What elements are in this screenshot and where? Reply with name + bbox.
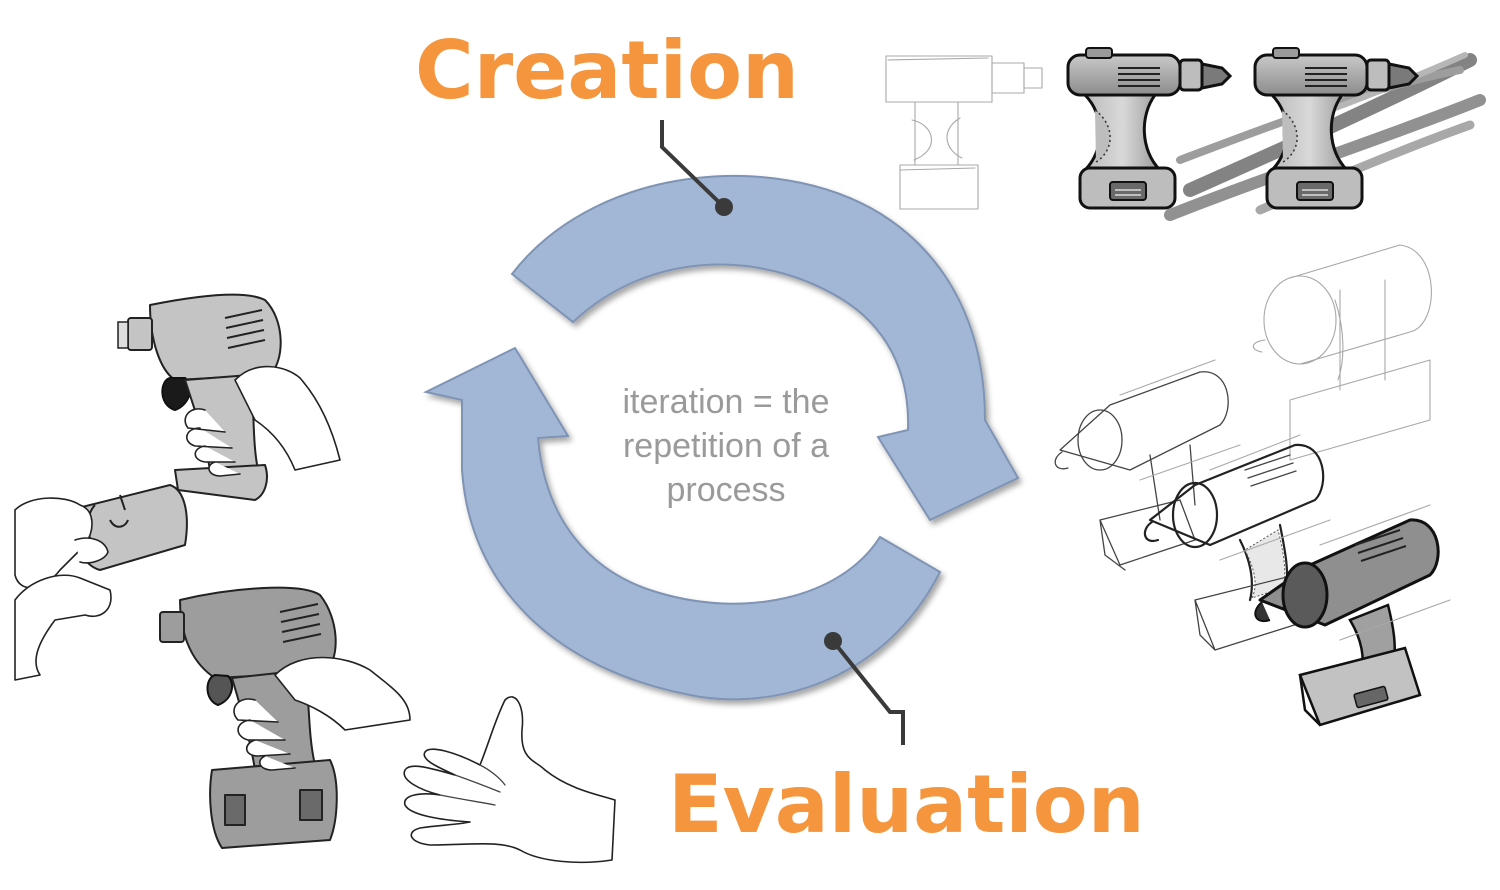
wireframe-drill-sketch — [1252, 244, 1432, 461]
hands-testing-drill-models-icon — [14, 293, 616, 864]
creation-label: Creation — [415, 24, 799, 117]
evaluation-label: Evaluation — [668, 758, 1145, 851]
bottom-cycle-arrow — [423, 346, 942, 701]
creation-connector — [660, 120, 733, 216]
drill-perspective-sketches-icon — [1054, 244, 1451, 727]
center-caption-line-1: iteration = the — [623, 383, 830, 421]
faint-drill-sketch — [885, 55, 1043, 210]
center-caption-line-2: repetition of a — [623, 427, 829, 465]
hand-holding-drill-2 — [159, 586, 411, 849]
evaluation-dot — [824, 632, 842, 650]
outline-drill-sketch-1 — [1054, 359, 1241, 571]
drill-sketch-progression-icon — [885, 47, 1486, 221]
shaded-drill-sketch-2 — [1253, 47, 1420, 210]
open-palm-hand — [403, 696, 616, 864]
evaluation-connector — [824, 632, 905, 745]
outline-drill-sketch-3 — [1254, 504, 1451, 727]
hands-with-battery-pack — [14, 484, 188, 681]
center-caption-line-3: process — [666, 471, 785, 509]
creation-dot — [715, 198, 733, 216]
shaded-drill-sketch-1 — [1066, 47, 1233, 210]
outline-drill-sketch-2 — [1143, 434, 1331, 651]
hand-holding-drill-1 — [117, 293, 341, 501]
center-caption: iteration = the repetition of a process — [623, 383, 830, 509]
cycle-arrows — [423, 174, 1020, 701]
top-cycle-arrow — [510, 174, 1020, 522]
